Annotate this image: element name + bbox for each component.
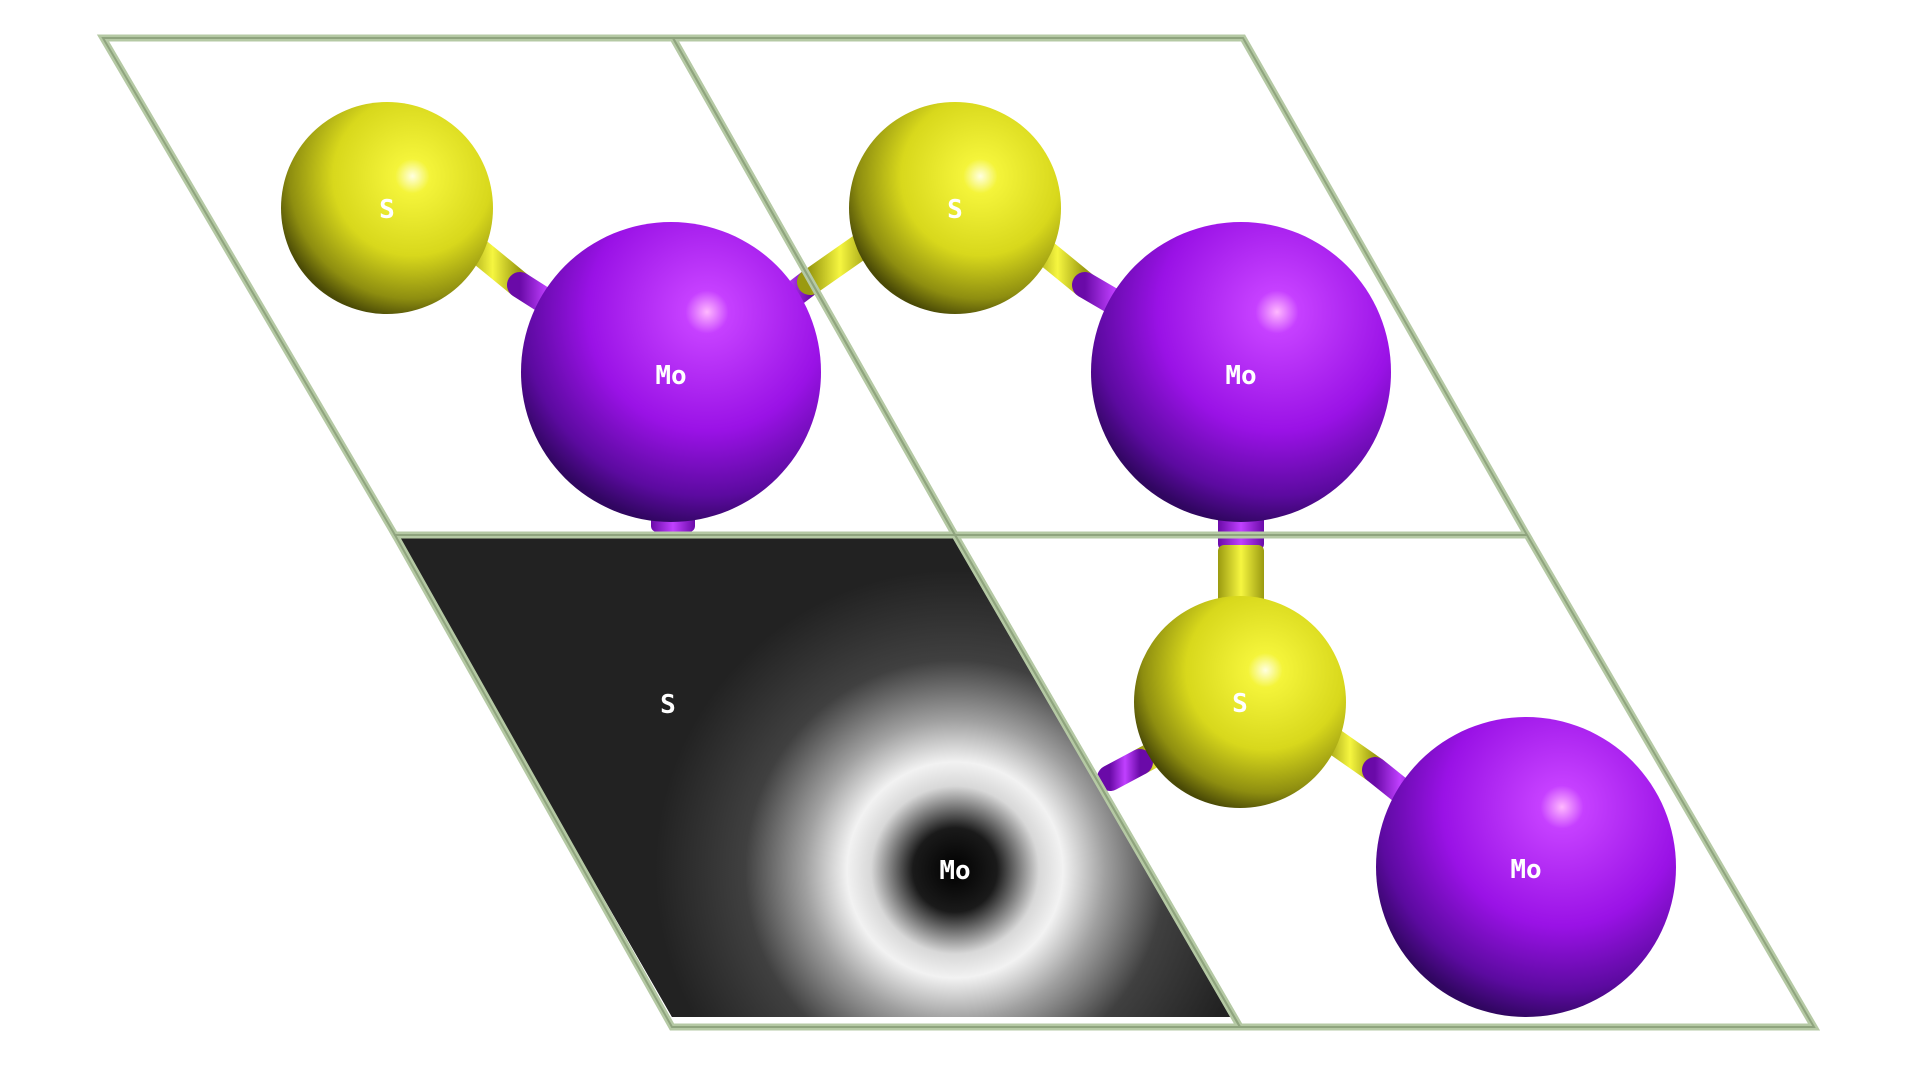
atom-s-1: S	[281, 102, 493, 314]
atom-mo-3: Mo	[1376, 717, 1676, 1017]
atom-s-3: S	[1134, 596, 1346, 808]
unit-cell-frame-highlight	[101, 37, 1816, 1028]
atom-label-s-3: S	[1232, 689, 1248, 719]
bond-s3-left-mo	[1097, 749, 1153, 791]
atom-mo-2: Mo	[1091, 222, 1391, 522]
atom-label-mo-2: Mo	[1225, 361, 1256, 391]
atom-label-mo-density: Mo	[939, 856, 970, 886]
atom-label-mo-3: Mo	[1510, 855, 1541, 885]
atom-s-2: S	[849, 102, 1061, 314]
atom-mo-1: Mo	[521, 222, 821, 522]
atom-label-s-density: S	[660, 690, 676, 720]
atom-label-s-1: S	[379, 195, 395, 225]
atom-label-s-2: S	[947, 195, 963, 225]
atoms: S Mo S Mo S Mo	[281, 102, 1676, 1017]
atom-label-mo-1: Mo	[655, 361, 686, 391]
